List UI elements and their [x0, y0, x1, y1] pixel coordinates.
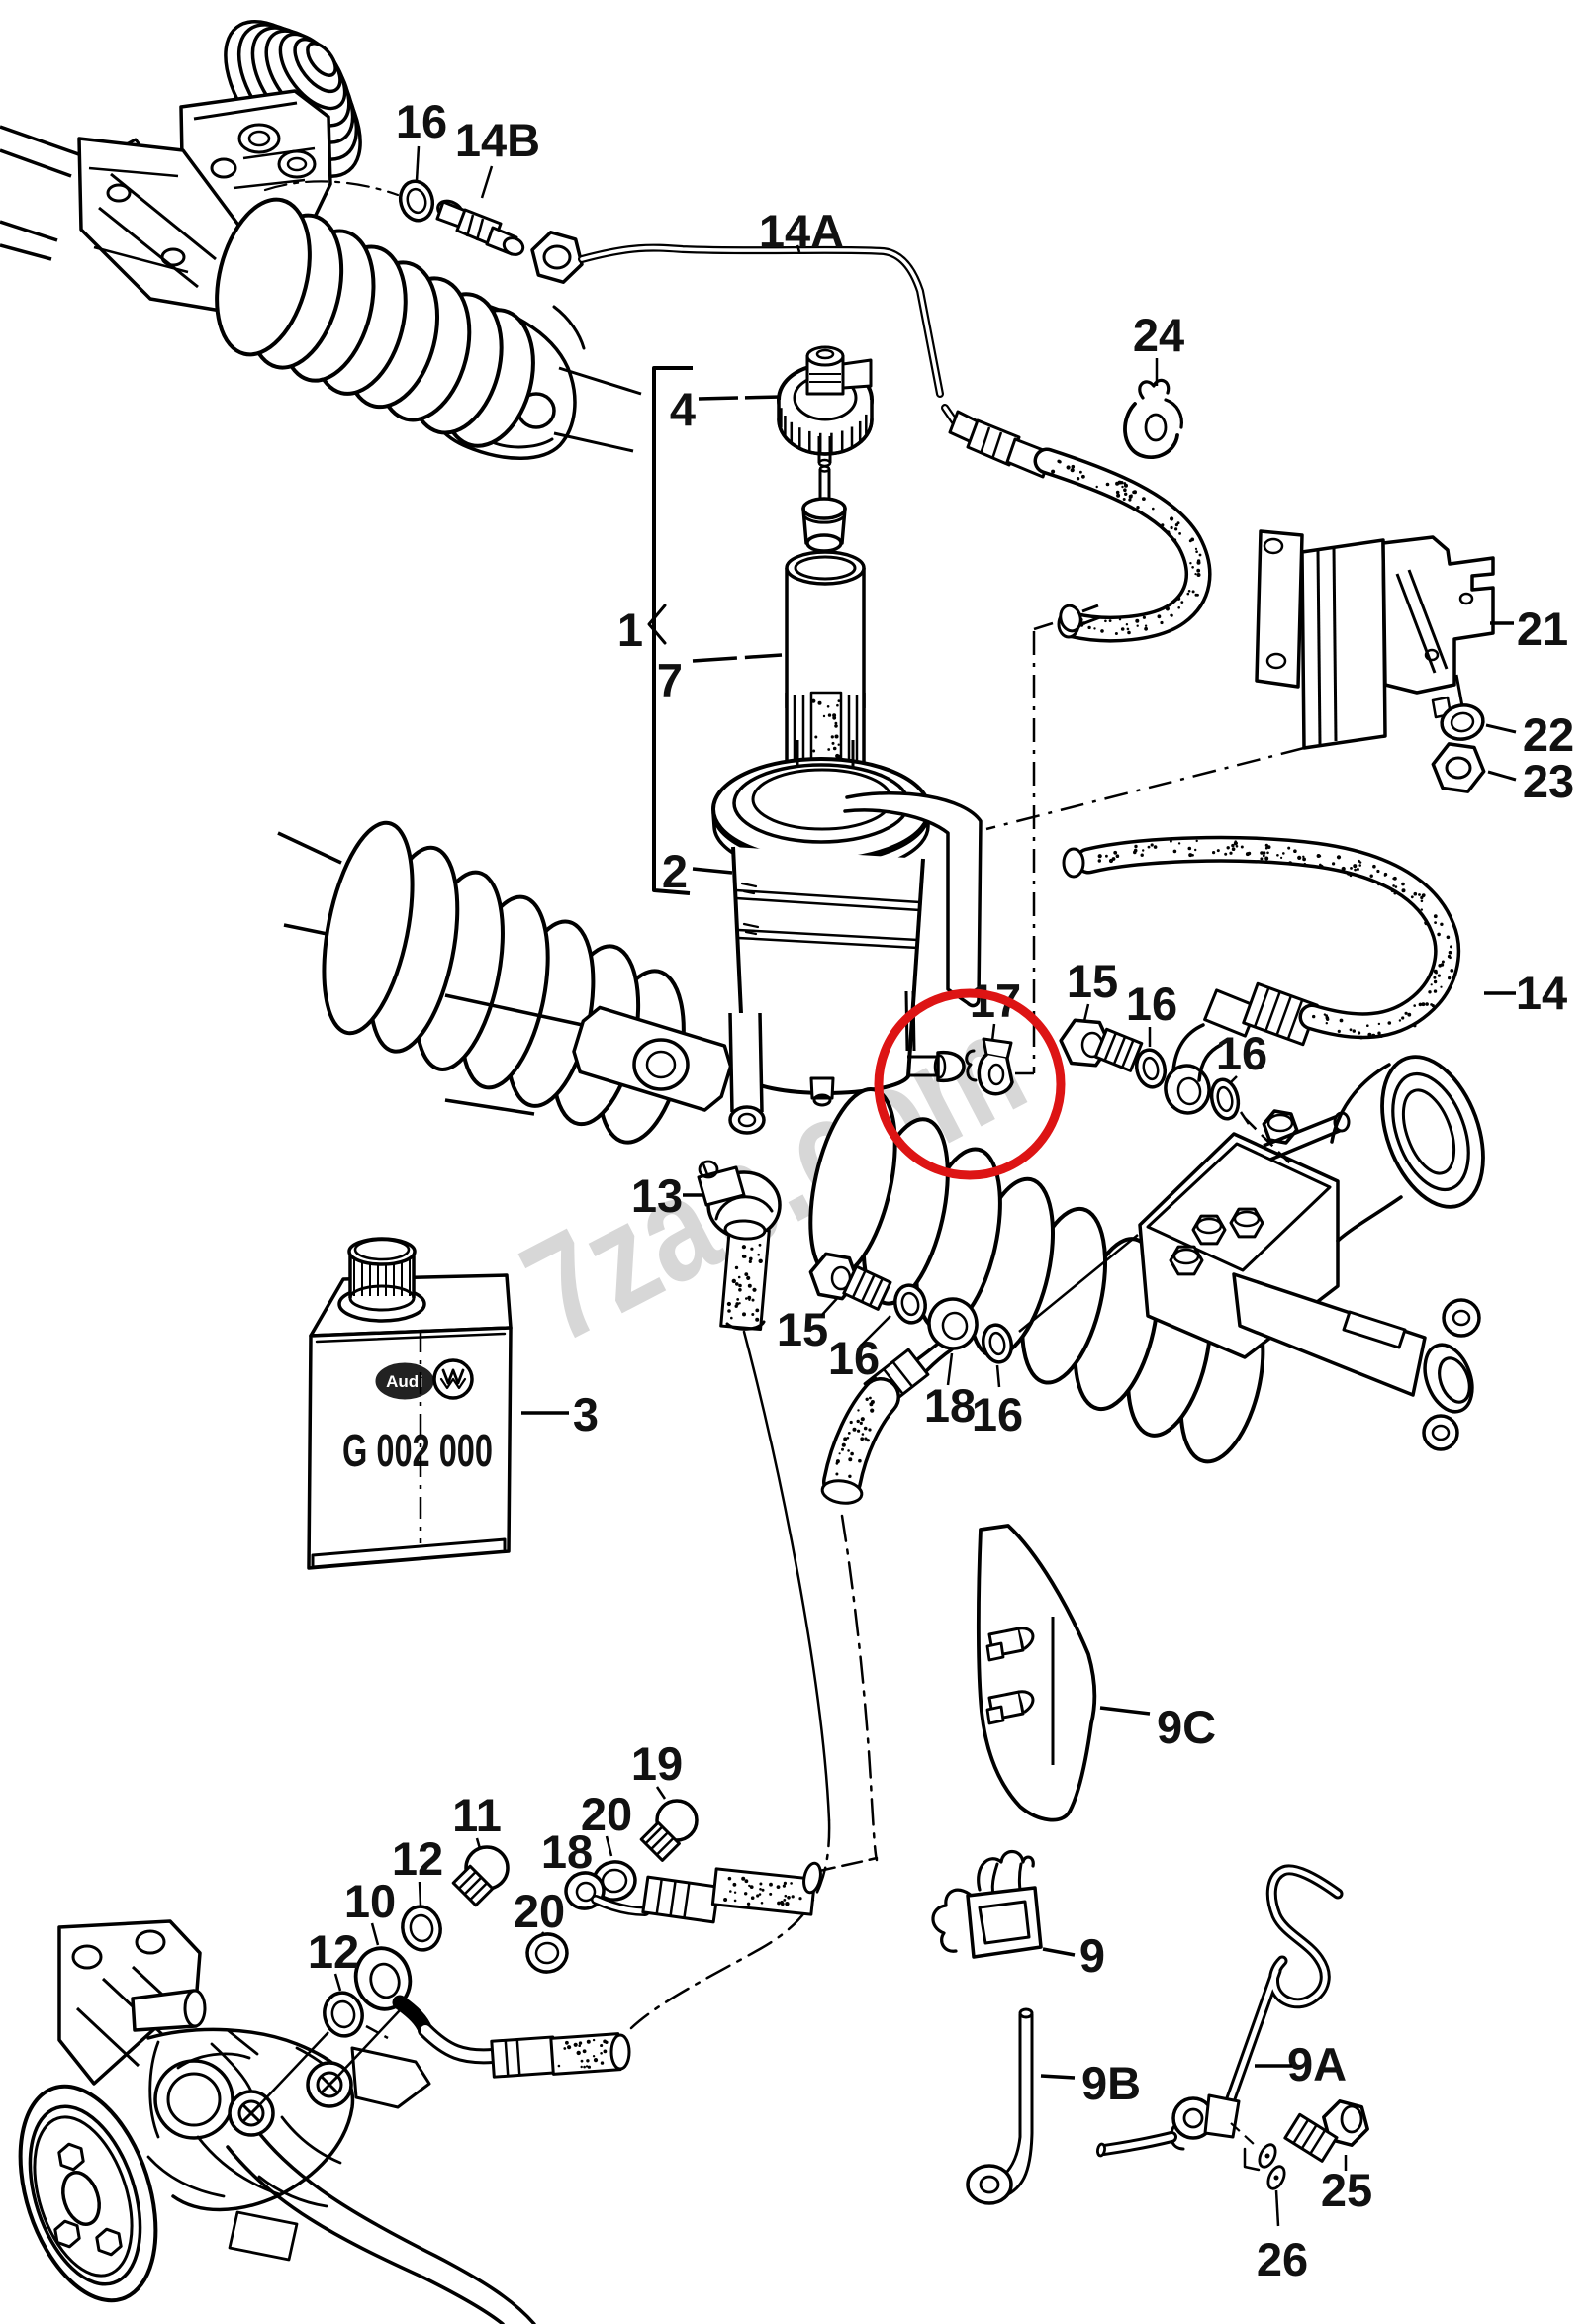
svg-text:23: 23 [1523, 755, 1574, 807]
svg-text:14B: 14B [455, 114, 540, 166]
svg-text:3: 3 [573, 1388, 599, 1441]
svg-text:12: 12 [392, 1832, 443, 1885]
svg-text:14: 14 [1516, 967, 1567, 1019]
svg-text:11: 11 [452, 1789, 502, 1841]
svg-text:16: 16 [1216, 1027, 1267, 1079]
svg-text:Audi: Audi [386, 1372, 423, 1391]
svg-text:10: 10 [344, 1875, 396, 1927]
svg-text:25: 25 [1321, 2164, 1372, 2216]
svg-text:19: 19 [631, 1737, 683, 1790]
svg-text:22: 22 [1523, 708, 1574, 761]
svg-text:7: 7 [657, 654, 683, 706]
svg-text:18: 18 [924, 1379, 976, 1432]
svg-text:15: 15 [777, 1303, 828, 1355]
svg-text:20: 20 [514, 1885, 565, 1937]
svg-text:12: 12 [308, 1925, 359, 1978]
svg-text:4: 4 [670, 383, 696, 435]
svg-text:26: 26 [1257, 2233, 1308, 2285]
svg-text:16: 16 [972, 1388, 1023, 1441]
svg-text:1: 1 [617, 604, 643, 656]
svg-text:16: 16 [396, 95, 447, 147]
svg-text:G 002 000: G 002 000 [342, 1425, 493, 1476]
svg-text:9C: 9C [1157, 1701, 1216, 1753]
svg-text:21: 21 [1517, 603, 1568, 655]
svg-text:9B: 9B [1081, 2057, 1141, 2109]
svg-text:16: 16 [828, 1332, 880, 1384]
svg-text:15: 15 [1067, 955, 1118, 1007]
svg-text:9: 9 [1079, 1929, 1105, 1982]
svg-text:16: 16 [1126, 977, 1177, 1030]
svg-text:20: 20 [581, 1788, 632, 1840]
svg-text:18: 18 [541, 1825, 593, 1878]
svg-text:13: 13 [631, 1169, 683, 1222]
svg-text:2: 2 [662, 845, 688, 897]
svg-text:24: 24 [1133, 309, 1184, 361]
svg-text:14A: 14A [759, 205, 844, 257]
svg-text:9A: 9A [1287, 2038, 1347, 2091]
